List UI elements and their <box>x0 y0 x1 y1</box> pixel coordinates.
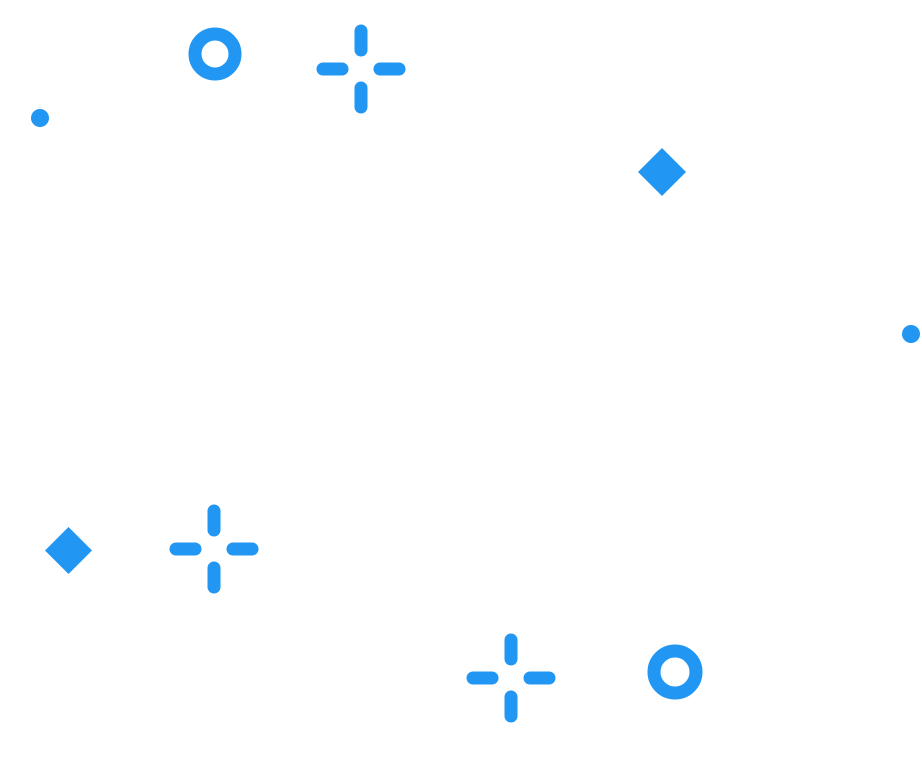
sparkle-icon <box>466 633 556 723</box>
diamond-icon <box>45 527 92 574</box>
sparkle-icon <box>316 24 406 114</box>
dot-icon <box>31 109 49 127</box>
diamond-icon <box>638 148 686 196</box>
sparkle-icon <box>169 504 259 594</box>
ring-icon <box>647 644 703 700</box>
dot-icon <box>902 325 920 343</box>
ring-icon <box>188 27 242 81</box>
